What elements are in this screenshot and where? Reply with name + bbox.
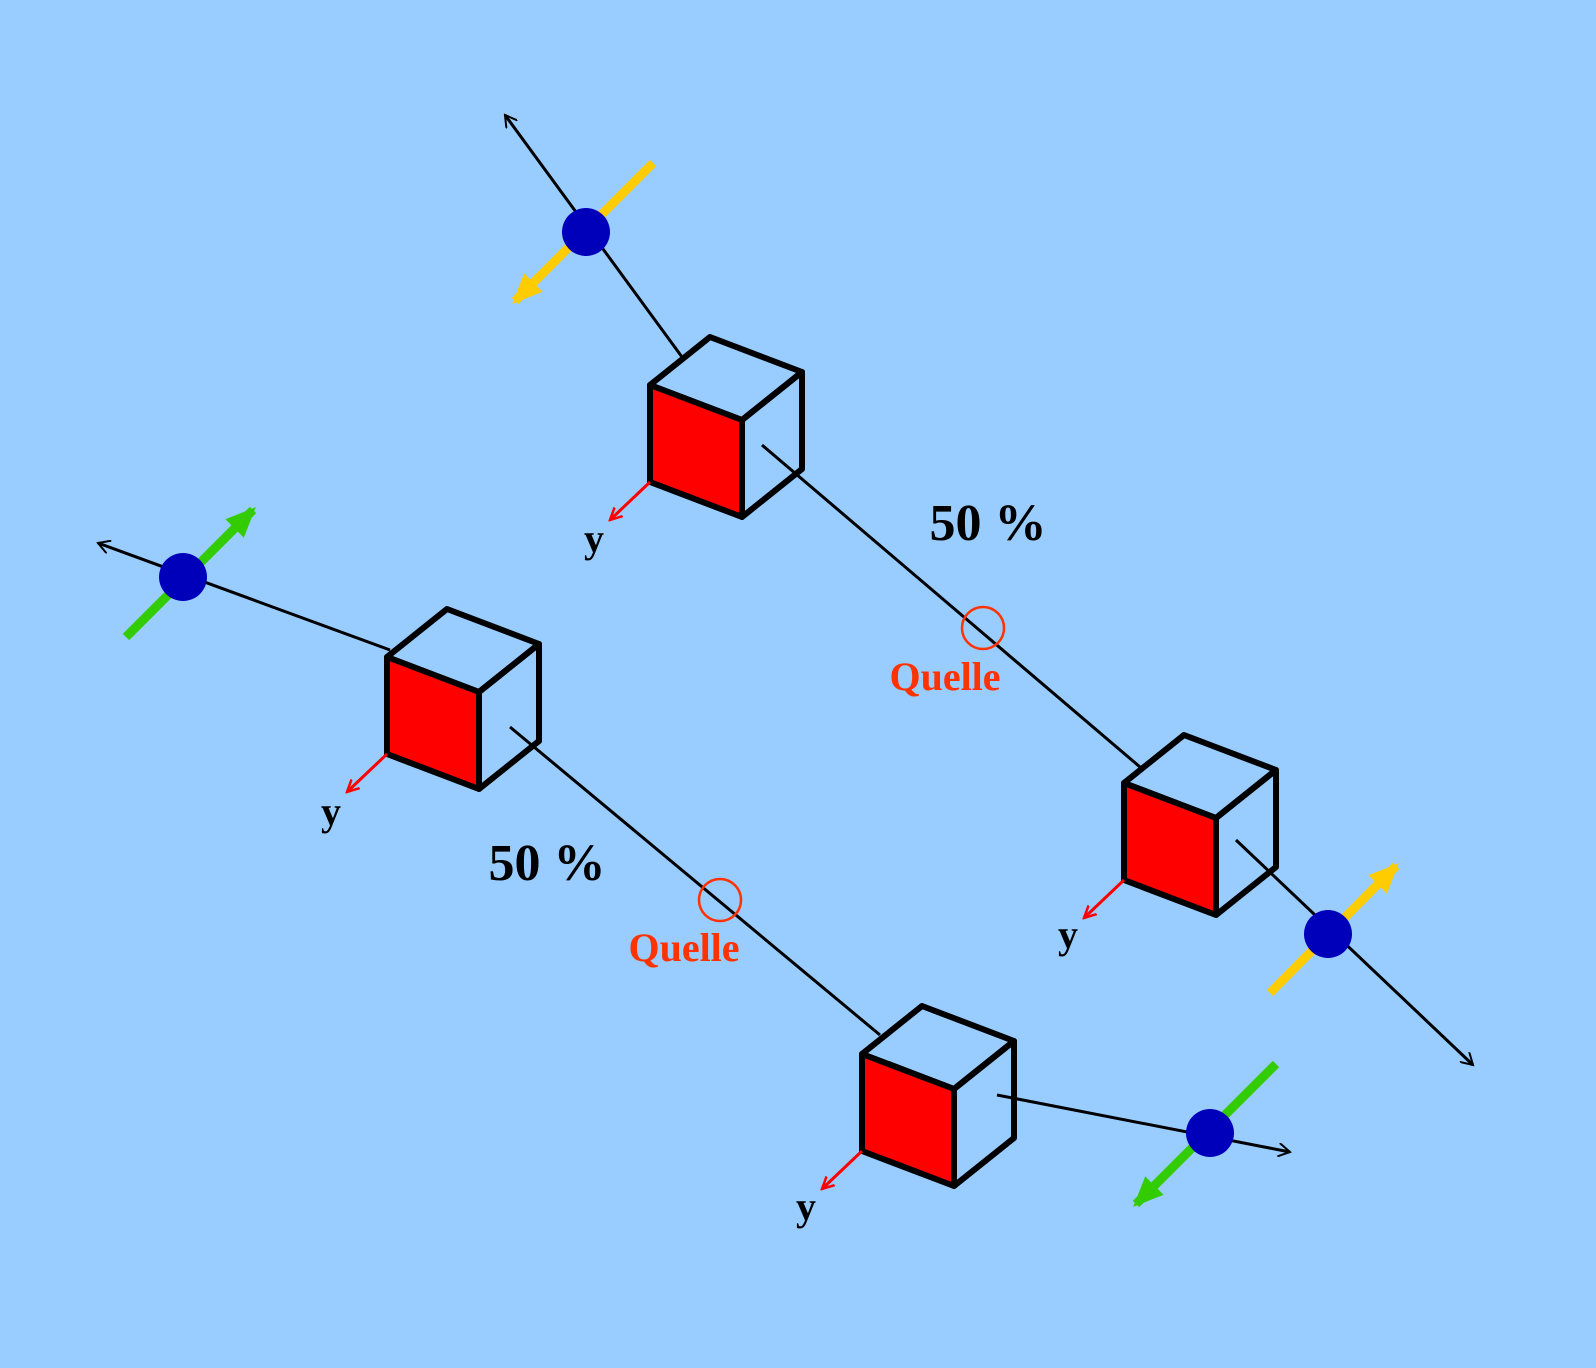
y-axis-label: y — [321, 789, 341, 834]
source-label-bottom: Quelle — [628, 925, 739, 970]
photon-dot — [562, 208, 610, 256]
cube-side-face — [951, 1038, 1017, 1189]
cube-side-face — [476, 641, 542, 792]
ratio-label-bottom: 50 % — [489, 835, 606, 892]
polarization-arrowhead — [225, 507, 256, 538]
source-marker-bottom — [697, 877, 743, 923]
beam-line — [761, 443, 1141, 769]
ratio-label-top: 50 % — [930, 495, 1047, 552]
beam-arrow — [996, 1093, 1290, 1152]
y-axis-label: y — [584, 516, 604, 561]
y-axis-label: y — [1058, 912, 1078, 957]
beam-arrow — [1234, 838, 1473, 1065]
beam-arrow — [98, 543, 391, 652]
cube-side-face — [1213, 767, 1279, 918]
source-marker-top — [960, 605, 1006, 651]
cube-front-face — [859, 1051, 957, 1189]
cube-front-face — [647, 382, 745, 520]
cube-side-face — [739, 369, 805, 520]
y-axis-arrow — [347, 752, 389, 792]
beam-line — [509, 725, 881, 1037]
detector-cube — [822, 1003, 1017, 1189]
y-axis-arrow — [610, 480, 652, 520]
detector-cube — [610, 334, 805, 520]
cube-front-face — [384, 654, 482, 792]
detector-cube — [347, 606, 542, 792]
y-axis-arrow — [1084, 878, 1126, 918]
photon-dot — [1304, 910, 1352, 958]
source-label-top: Quelle — [889, 654, 1000, 699]
photon-dot — [1186, 1109, 1234, 1157]
detector-cube — [1084, 732, 1279, 918]
cube-front-face — [1121, 780, 1219, 918]
polarization-arrowhead — [512, 273, 543, 304]
y-axis-label: y — [796, 1184, 816, 1229]
y-axis-arrow — [822, 1149, 864, 1189]
photon-dot — [159, 553, 207, 601]
polarization-arrowhead — [1133, 1176, 1164, 1207]
polarization-arrowhead — [1368, 863, 1399, 894]
